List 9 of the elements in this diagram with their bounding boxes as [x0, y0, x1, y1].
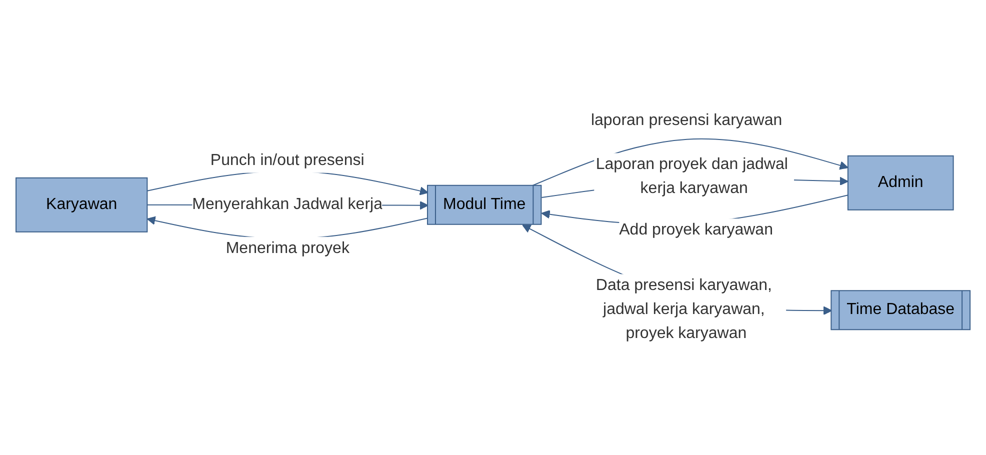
edge-label: Data presensi karyawan, jadwal kerja karyawan, proyek karyawan — [596, 277, 772, 342]
node-box: Karyawan — [15, 177, 148, 232]
edge-label: Menerima proyek — [226, 240, 350, 257]
edge-label: Add proyek karyawan — [619, 222, 773, 239]
node-box: Admin — [847, 155, 954, 210]
edge-label: Menyerahkan Jadwal kerja — [192, 196, 382, 213]
edge-label: Laporan proyek dan jadwal kerja karyawan — [596, 156, 788, 198]
edge-label: Punch in/out presensi — [210, 152, 364, 169]
edge-label: laporan presensi karyawan — [590, 112, 782, 129]
